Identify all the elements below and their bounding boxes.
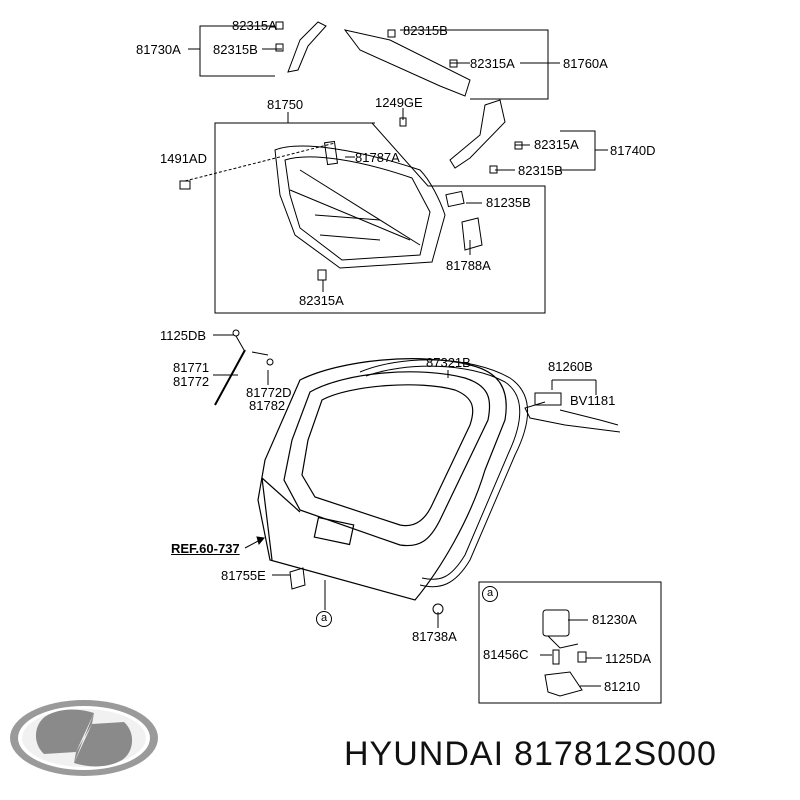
part-number: 817812S000: [514, 735, 717, 773]
box-81750: [214, 122, 546, 314]
label-81456c: 81456C: [483, 647, 529, 662]
label-82315a: 82315A: [299, 293, 344, 308]
label-81760a: 81760A: [563, 56, 608, 71]
brand-name: HYUNDAI: [344, 735, 505, 773]
leader-bracket-81730a: [199, 25, 275, 77]
leader-bracket-81760a: [400, 29, 549, 100]
trim-panel-drawing: [274, 140, 483, 269]
label-81260b: 81260B: [548, 359, 593, 374]
detail-box-a: [478, 581, 662, 704]
label-81740d: 81740D: [610, 143, 656, 158]
label-87321b: 87321B: [426, 355, 471, 370]
label-81772d: 81772D: [246, 385, 292, 400]
label-81738a: 81738A: [412, 629, 457, 644]
label-81755e: 81755E: [221, 568, 266, 583]
label-81787a: 81787A: [355, 150, 400, 165]
tailgate-drawing: [257, 358, 528, 601]
label-82315b: 82315B: [518, 163, 563, 178]
label-81235b: 81235B: [486, 195, 531, 210]
gas-strut-drawing: [214, 329, 274, 406]
label-1125db: 1125DB: [160, 328, 207, 343]
label-81750: 81750: [267, 97, 304, 112]
upper-trim-drawing: [287, 21, 506, 169]
label-1249ge: 1249GE: [375, 95, 423, 110]
callout-a: a: [316, 611, 332, 627]
label-81782: 81782: [249, 398, 286, 413]
label-82315b: 82315B: [213, 42, 258, 57]
label-82315a: 82315A: [232, 18, 277, 33]
label-81230a: 81230A: [592, 612, 637, 627]
label-81772: 81772: [173, 374, 210, 389]
label-1125da: 1125DA: [605, 651, 652, 666]
label-1491ad: 1491AD: [160, 151, 207, 166]
hyundai-logo: [10, 700, 158, 776]
label-82315a: 82315A: [470, 56, 515, 71]
label-82315b: 82315B: [403, 23, 448, 38]
label-bv1181: BV1181: [570, 393, 616, 408]
callout-a-box: a: [482, 586, 498, 602]
small-parts-drawing: [179, 21, 587, 697]
label-82315a: 82315A: [534, 137, 579, 152]
label-81788a: 81788A: [446, 258, 491, 273]
label-81730a: 81730A: [136, 42, 181, 57]
lamp-drawing: [524, 392, 621, 433]
label-81210: 81210: [604, 679, 641, 694]
label-81771: 81771: [173, 360, 210, 375]
label-ref-60-737: REF.60-737: [171, 541, 240, 556]
